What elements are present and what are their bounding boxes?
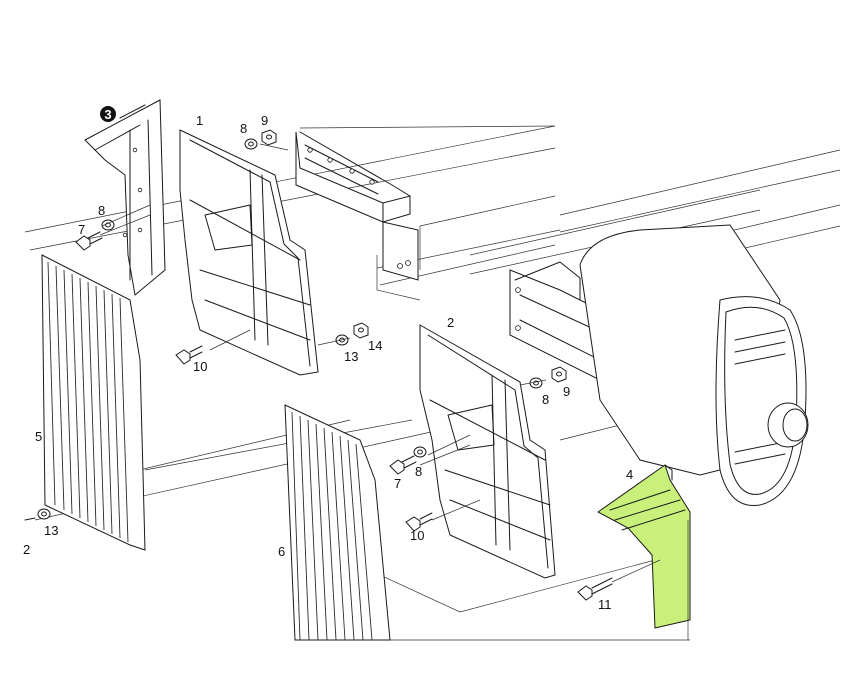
label-part-8b: 8 [98,203,105,218]
label-part-1: 1 [196,113,203,128]
label-part-8a: 8 [240,121,247,136]
label-part-7b: 7 [394,476,401,491]
label-part-10a: 10 [193,359,207,374]
label-part-9b: 9 [563,384,570,399]
label-part-11: 11 [598,597,612,612]
part-6-ribbed-flap [284,404,391,641]
fasteners [24,129,613,601]
label-part-5: 5 [35,429,42,444]
callouts: 3 1 8 9 8 7 10 13 14 2 8 9 5 8 7 4 10 13… [23,106,633,612]
part-5-ribbed-flap [41,254,146,551]
label-part-9a: 9 [261,113,268,128]
label-part-13b: 13 [44,523,58,538]
label-part-8d: 8 [415,464,422,479]
leader-lines [99,143,661,583]
label-part-7a: 7 [78,222,85,237]
label-part-2b: 2 [23,542,30,557]
part-1-mudguard-panel [179,129,319,376]
label-part-10b: 10 [410,528,424,543]
label-part-6: 6 [278,544,285,559]
part-4-highlighted-cover[interactable] [597,464,691,640]
label-part-14: 14 [368,338,382,353]
label-part-8c: 8 [542,392,549,407]
part-6-ribs [291,411,373,641]
label-part-3: 3 [104,107,111,122]
part-5-ribs [47,261,129,543]
part-2-mudguard-panel [419,324,556,579]
label-part-13a: 13 [344,349,358,364]
part-3-mudguard-bracket [84,99,166,296]
mounting-bracket-upper [295,131,419,281]
label-part-4: 4 [626,467,633,482]
fuel-tank [579,224,809,507]
label-part-2: 2 [447,315,454,330]
